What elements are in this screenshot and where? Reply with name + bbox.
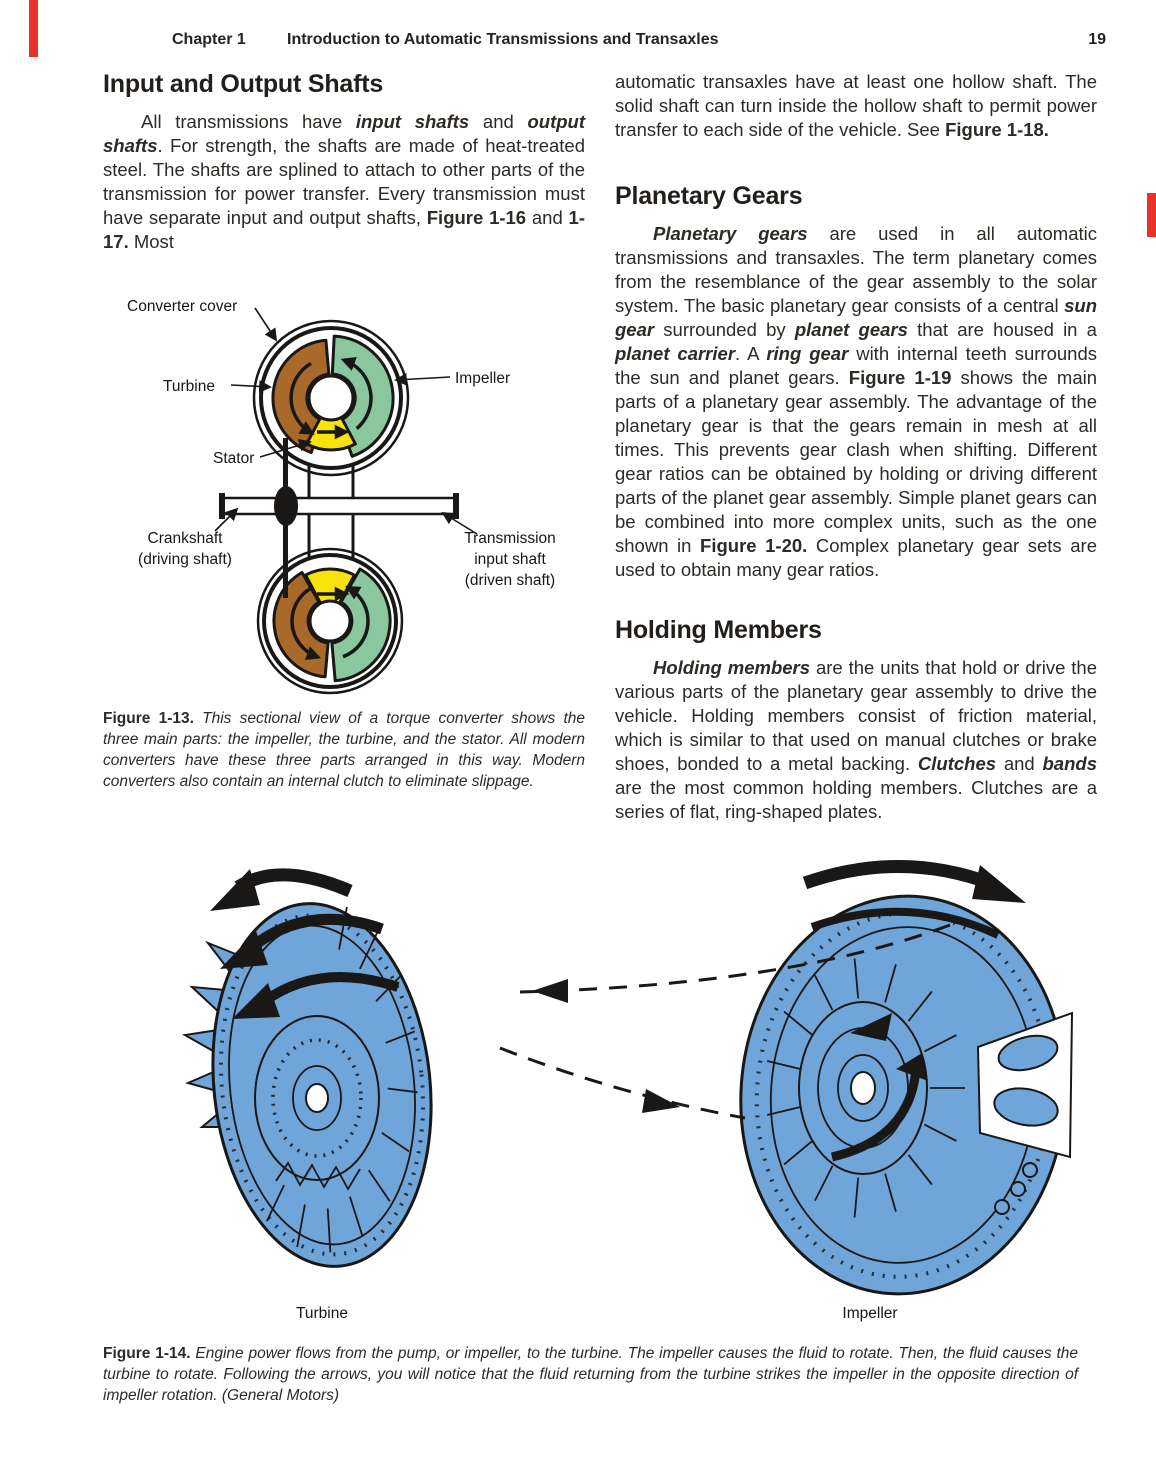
figure-1-14-diagram: Turbine Impeller xyxy=(150,855,1100,1330)
label-crankshaft: Crankshaft (driving shaft) xyxy=(138,530,232,568)
paragraph-input-output-shafts: All transmissions have input shafts and … xyxy=(103,111,585,252)
label-impeller: Impeller xyxy=(455,370,511,387)
impeller-rotation-arrow-top xyxy=(340,357,373,430)
impeller-leader xyxy=(394,373,451,386)
impeller-drawing xyxy=(739,860,1074,1296)
converter-cover-outline-top xyxy=(252,319,410,477)
page-number: 19 xyxy=(1088,31,1106,48)
crankshaft-input-shaft xyxy=(221,496,459,516)
paragraph-planetary-gears: Planetary gears are used in all automati… xyxy=(615,223,1098,580)
chapter-label: Chapter 1 xyxy=(172,31,246,48)
paragraph-continuation: automatic transaxles have at least one h… xyxy=(615,71,1097,140)
label-converter-cover: Converter cover xyxy=(127,298,238,315)
turbine-section-top xyxy=(271,338,331,454)
turbine-rotation-arrow-bottom xyxy=(290,586,322,661)
running-head: Chapter 1 Introduction to Automatic Tran… xyxy=(0,31,1156,55)
turbine-drawing xyxy=(182,868,433,1268)
flow-impeller-to-turbine xyxy=(519,923,951,994)
flow-turbine-to-impeller xyxy=(499,1046,746,1120)
hub-bottom xyxy=(308,599,352,643)
label-impeller-fig14: Impeller xyxy=(842,1305,898,1322)
converter-cover-outline-bottom xyxy=(256,547,404,695)
impeller-rotation-arrow xyxy=(802,860,998,892)
figure-1-13-caption: Figure 1-13. This sectional view of a to… xyxy=(103,710,586,790)
impeller-rotation-arrow-bottom xyxy=(342,585,370,659)
callout-arrows xyxy=(214,307,478,535)
label-transmission-input-shaft: Transmission input shaft (driven shaft) xyxy=(464,530,556,589)
left-column: Input and Output Shafts All transmission… xyxy=(103,70,585,254)
shaft-assembly xyxy=(219,486,459,526)
input-shaft-leader xyxy=(441,511,478,535)
hub-top xyxy=(307,374,355,422)
label-stator: Stator xyxy=(213,450,255,467)
label-turbine: Turbine xyxy=(163,378,215,395)
rotation-arrows xyxy=(289,357,373,661)
chapter-tab-marker-right-edge xyxy=(1147,193,1156,237)
label-turbine-fig14: Turbine xyxy=(296,1305,348,1322)
section-heading-planetary-gears: Planetary Gears xyxy=(615,182,803,210)
paragraph-holding-members: Holding members are the units that hold … xyxy=(615,657,1097,822)
right-column: automatic transaxles have at least one h… xyxy=(615,70,1097,824)
figure-1-13-diagram: Converter cover Turbine Impeller Stator … xyxy=(105,288,585,708)
torque-converter-section-drawing xyxy=(214,307,478,695)
figure-1-14-caption: Figure 1-14. Engine power flows from the… xyxy=(103,1345,1078,1404)
shaft-hub-lens xyxy=(274,486,298,526)
torque-converter-flow-drawing xyxy=(182,860,1074,1296)
section-heading-holding-members: Holding Members xyxy=(615,616,822,644)
stator-leader xyxy=(259,438,312,458)
chapter-title: Introduction to Automatic Transmissions … xyxy=(287,31,719,48)
impeller-blades xyxy=(766,958,965,1218)
chapter-tab-marker-top-left xyxy=(29,0,38,57)
turbine-rotation-arrow-top xyxy=(289,361,315,435)
section-heading-input-output-shafts: Input and Output Shafts xyxy=(103,70,384,98)
crankshaft-leader xyxy=(214,507,239,532)
fluid-flow-arrows xyxy=(499,923,951,1120)
converter-cover-leader xyxy=(254,307,278,342)
turbine-leader xyxy=(230,380,272,393)
